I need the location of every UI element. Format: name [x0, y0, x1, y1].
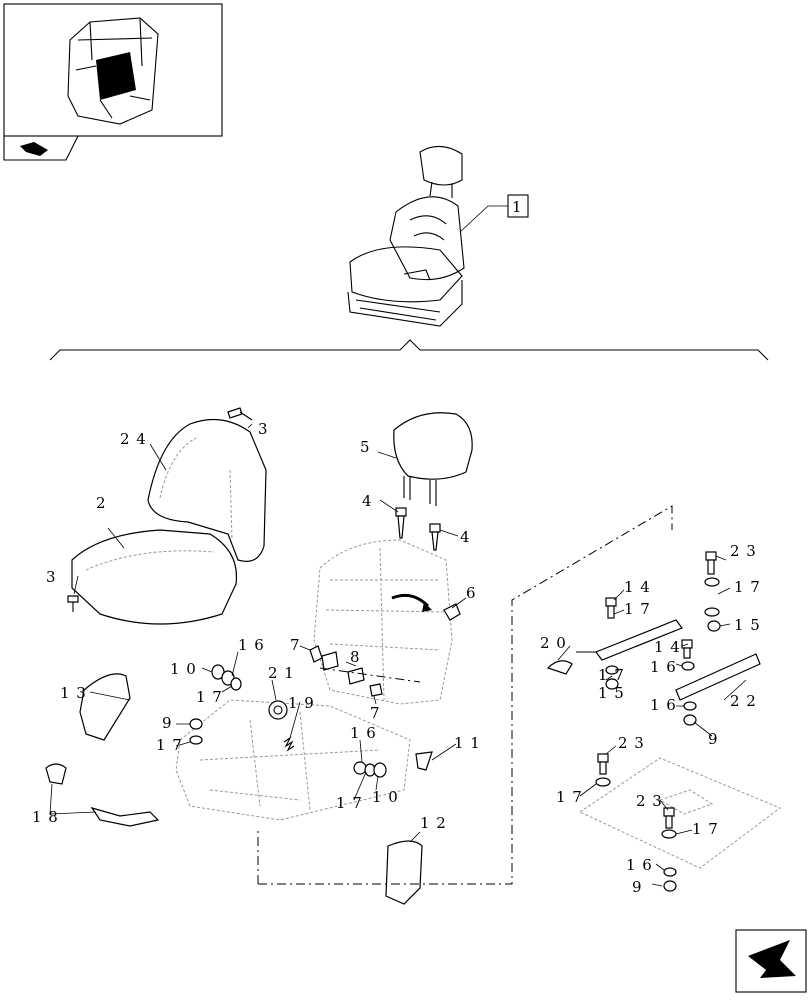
- callout-12: 1 2: [420, 814, 447, 832]
- callout-20: 2 0: [540, 634, 567, 652]
- callout-13: 1 3: [60, 684, 87, 702]
- assembly-brace: [49, 339, 769, 361]
- seat-assembly-illustration: [347, 145, 465, 327]
- washer-17-b2: [661, 829, 677, 839]
- callout-18: 1 8: [32, 808, 59, 826]
- headrest-guide-left: [395, 507, 407, 539]
- callout-4-right: 4: [460, 528, 471, 546]
- callout-17-e: 1 7: [734, 578, 761, 596]
- next-page-icon[interactable]: [735, 929, 807, 993]
- bracket-21: [268, 700, 288, 720]
- callout-17-f: 1 7: [598, 666, 625, 684]
- callout-21: 2 1: [268, 664, 295, 682]
- callout-23-a: 2 3: [730, 542, 757, 560]
- callout-10-a: 1 0: [170, 660, 197, 678]
- callout-9-bottom: 9: [632, 878, 643, 896]
- backrest-cushion: [147, 418, 267, 562]
- seat-cushion: [71, 529, 238, 625]
- lever-11: [415, 751, 433, 771]
- bolt-23-b1: [597, 753, 609, 775]
- callout-19: 1 9: [288, 694, 315, 712]
- callout-16-a: 1 6: [238, 636, 265, 654]
- nut-15-r: [707, 620, 721, 632]
- nut-9-r: [683, 714, 697, 726]
- callout-17-d: 1 7: [624, 600, 651, 618]
- callout-16-e: 1 6: [626, 856, 653, 874]
- washer-16-b: [663, 867, 677, 877]
- callout-10-b: 1 0: [372, 788, 399, 806]
- headrest-guide-right: [429, 523, 441, 551]
- callout-3-top: 3: [258, 420, 269, 438]
- headrest: [393, 412, 473, 506]
- callout-15-a: 1 5: [734, 616, 761, 634]
- callout-23-b: 2 3: [618, 734, 645, 752]
- bolt-23-b2: [663, 807, 675, 829]
- screw-3-left: [67, 595, 79, 612]
- knob-handle-18: [45, 763, 160, 827]
- callout-17-a: 1 7: [196, 688, 223, 706]
- pin-7-lower: [369, 683, 383, 697]
- callout-9-left: 9: [162, 714, 173, 732]
- back-nav-icon[interactable]: [3, 135, 79, 161]
- seat-base-frame: [175, 699, 411, 821]
- leader-lines: [49, 423, 747, 887]
- side-cover-12: [385, 840, 423, 905]
- callout-8: 8: [350, 648, 361, 666]
- trim-part-6: [443, 603, 461, 621]
- bolt-23-top: [705, 551, 717, 575]
- assembly-boundary: [257, 505, 673, 885]
- nut-15-l: [605, 665, 619, 690]
- side-cover-13: [79, 673, 131, 741]
- callout-17-c: 1 7: [336, 794, 363, 812]
- slide-rail-upper: [576, 619, 683, 661]
- callout-17-b: 1 7: [156, 736, 183, 754]
- callout-9-right: 9: [708, 730, 719, 748]
- callout-17-g: 1 7: [556, 788, 583, 806]
- washer-17-left: [230, 677, 242, 691]
- nut-9-b: [663, 880, 677, 892]
- washer-16-right: [353, 761, 367, 775]
- spring-19: [283, 736, 295, 752]
- callout-labels: 2 4 3 2 3 5 4 4 6 1 6 1 0 1 7 2 1 1 9 7 …: [32, 420, 761, 896]
- nut-9-left: [189, 718, 203, 730]
- washer-17-r1: [704, 577, 720, 587]
- washer-17-mid: [189, 735, 203, 745]
- callout-2: 2: [96, 494, 107, 512]
- cab-thumbnail-image: [67, 17, 159, 125]
- callout-14-a: 1 4: [624, 578, 651, 596]
- screw-3-top: [227, 407, 253, 421]
- knob-20: [546, 660, 573, 675]
- callout-7-upper: 7: [290, 636, 301, 654]
- slide-rail-lower: [675, 653, 761, 701]
- callout-14-b: 1 4: [654, 638, 681, 656]
- callout-17-h: 1 7: [692, 820, 719, 838]
- callout-22: 2 2: [730, 692, 757, 710]
- callout-5: 5: [360, 438, 371, 456]
- callout-7-lower: 7: [370, 704, 381, 722]
- callout-11: 1 1: [454, 734, 481, 752]
- bolt-14-upper: [605, 597, 617, 619]
- ref-label-1: 1: [512, 198, 523, 216]
- ref-box-1[interactable]: 1: [459, 194, 529, 233]
- washer-16-r: [681, 661, 695, 671]
- callout-16-c: 1 6: [650, 658, 677, 676]
- callout-16-b: 1 6: [350, 724, 377, 742]
- callout-24: 2 4: [120, 430, 147, 448]
- callout-4-left: 4: [362, 492, 373, 510]
- callout-16-d: 1 6: [650, 696, 677, 714]
- base-plate: [578, 757, 781, 869]
- callout-15-b: 1 5: [598, 684, 625, 702]
- washer-10-right: [373, 762, 387, 778]
- backrest-frame: [313, 539, 453, 705]
- washer-17-r2: [704, 607, 720, 617]
- washer-17-b1: [595, 777, 611, 787]
- thumbnail-panel: [3, 3, 223, 161]
- callout-23-c: 2 3: [636, 792, 663, 810]
- bolt-14-lower: [681, 639, 693, 659]
- callout-3-left: 3: [46, 568, 57, 586]
- callout-6: 6: [466, 584, 477, 602]
- washer-16-r2: [683, 701, 697, 711]
